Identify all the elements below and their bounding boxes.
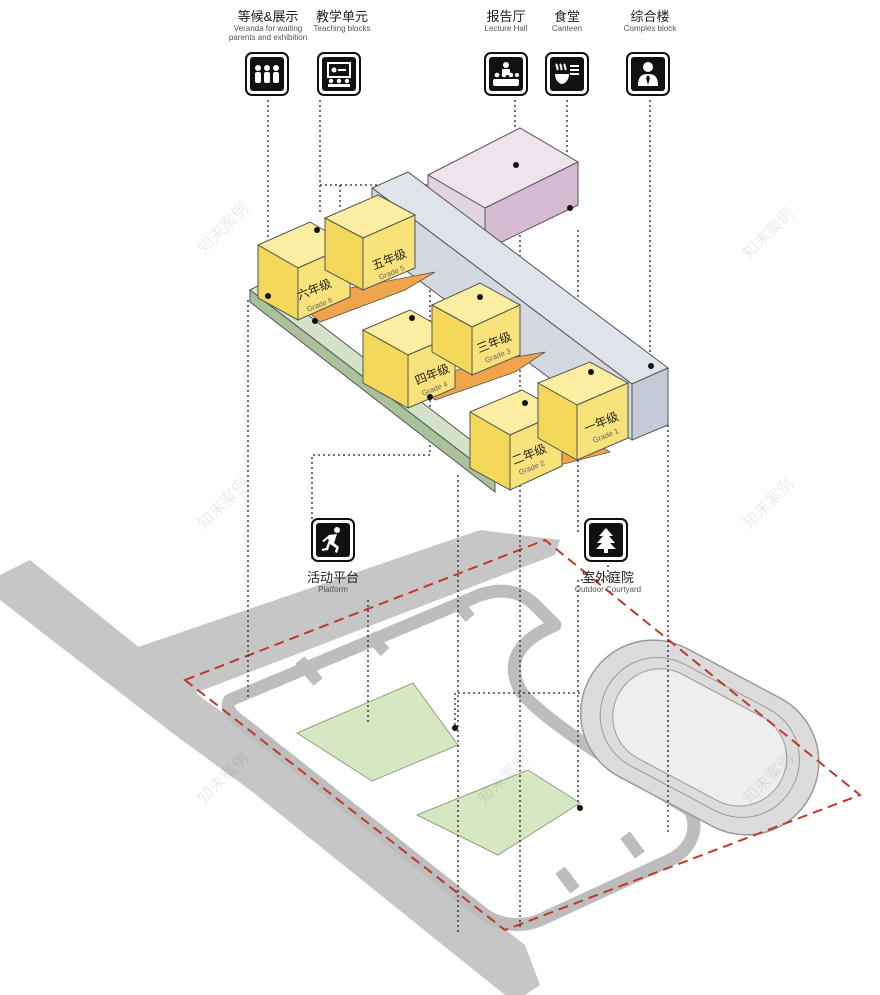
complex-label-en: Complex block [623, 24, 677, 33]
lecture-hall-label-cn: 报告厅 [486, 9, 526, 24]
teaching-label-cn: 教学单元 [315, 9, 369, 24]
people-group-icon [245, 52, 289, 96]
road-north [100, 530, 560, 700]
lecture-hall-icon [484, 52, 528, 96]
lecture-hall-label-en: Lecture Hall [484, 24, 528, 33]
courtyard-label-cn: 室外庭院 [581, 570, 635, 585]
teaching-label-en: Teaching blocks [313, 24, 371, 33]
road-stub-5 [620, 831, 645, 859]
tree-icon [584, 518, 628, 562]
grade-1-block [536, 361, 630, 461]
leader-lines [247, 100, 669, 935]
platform-label-cn: 活动平台 [306, 570, 360, 585]
road-stub-1 [295, 656, 323, 686]
person-icon [626, 52, 670, 96]
running-person-icon [311, 518, 355, 562]
veranda-label-cn: 等候&展示 [237, 9, 299, 24]
platform-front [249, 288, 496, 494]
grade-2-block [468, 389, 564, 491]
veranda-label-en-2: parents and exhibition [228, 33, 308, 42]
site-plan [0, 530, 862, 995]
complex-label-cn: 综合楼 [630, 9, 670, 24]
canteen-icon [545, 52, 589, 96]
road-stub-3 [450, 596, 475, 622]
grade-3-block [430, 282, 522, 376]
veranda-label-en-1: Veranda for waiting [233, 24, 303, 33]
grade-5-block [323, 194, 417, 291]
courtyard-green-2 [415, 769, 581, 856]
building-axo: 六年级 Grade 6 五年级 Grade 5 四年级 Grade 4 三年级 … [249, 127, 669, 494]
canteen-label-en: Canteen [551, 24, 583, 33]
canteen-label-cn: 食堂 [553, 9, 581, 24]
site-boundary [182, 538, 862, 932]
classroom-icon [317, 52, 361, 96]
road-stub-4 [555, 866, 580, 894]
platform-label-en: Platform [318, 585, 348, 594]
leader-dots [265, 162, 654, 811]
courtyard-green-1 [295, 682, 459, 782]
running-track [579, 639, 820, 836]
courtyard-label-en: Outdoor Courtyard [574, 585, 642, 594]
road-stub-2 [365, 631, 390, 656]
